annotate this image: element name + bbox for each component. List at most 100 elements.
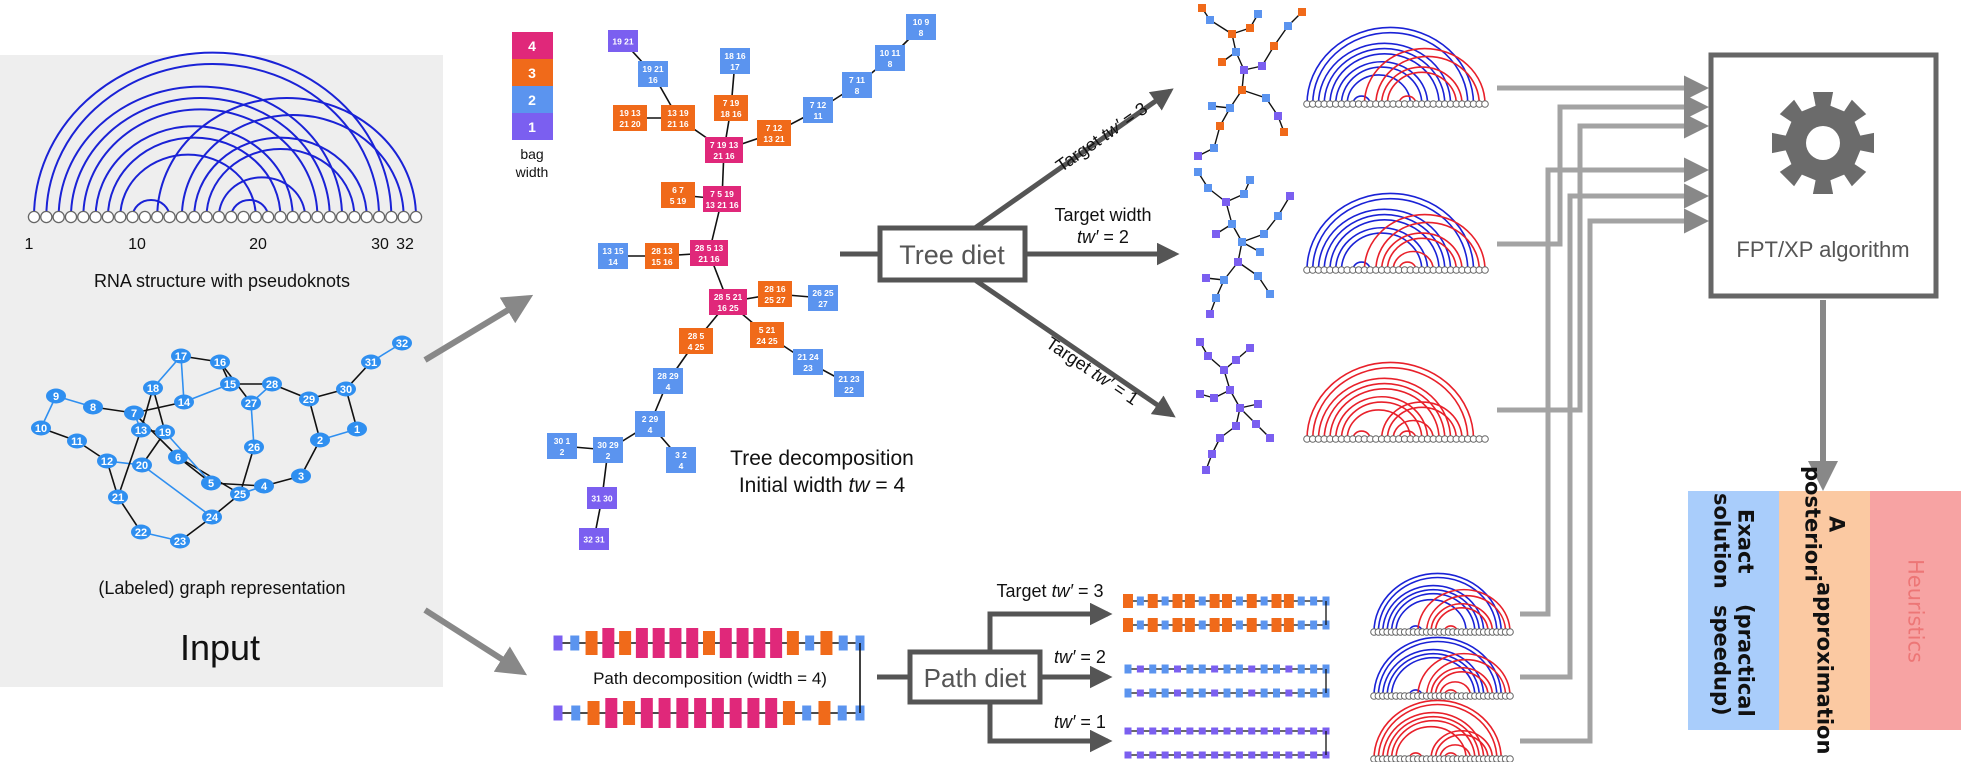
- simplified-path-bag: [1260, 751, 1268, 759]
- simplified-tree-bag: [1260, 230, 1268, 238]
- tree-bag-label: 13 21: [763, 134, 785, 144]
- tree-bag-label: 4: [679, 461, 684, 471]
- arc: [1434, 671, 1489, 697]
- simplified-tree-bag: [1206, 16, 1214, 24]
- simplified-path-bag: [1136, 596, 1144, 606]
- graph-node-label: 32: [396, 338, 408, 350]
- rna-axis-labels: 1 10 20 30 32: [25, 236, 414, 253]
- rna-nucleotide: [64, 210, 78, 224]
- simplified-path-bag: [1209, 618, 1220, 632]
- rna-axis-label-32: 32: [396, 236, 414, 253]
- simplified-path-bag: [1283, 594, 1294, 608]
- tree-bag-label: 13 19: [667, 108, 689, 118]
- legend-swatch-1: [512, 113, 553, 140]
- tree-bag: 32 31: [579, 528, 609, 550]
- graph-node-label: 2: [317, 435, 323, 447]
- tree-bag-label: 4 25: [688, 342, 705, 352]
- arc: [1381, 711, 1485, 760]
- tree-bag-label: 16 25: [717, 303, 739, 313]
- rna-nucleotide: [150, 210, 164, 224]
- arc: [1363, 213, 1486, 271]
- simplified-path-bag: [1184, 594, 1195, 608]
- simplified-tree-bag: [1202, 466, 1210, 474]
- simplified-path-bag: [1285, 751, 1293, 759]
- simplified-path-bag: [1297, 596, 1305, 606]
- tree-caption-prefix: Initial width: [739, 474, 849, 497]
- simplified-path-bag: [1124, 688, 1132, 698]
- arc: [1375, 55, 1481, 105]
- tree-bag-box: [709, 289, 747, 315]
- path-bag: [619, 631, 632, 655]
- arc: [1317, 377, 1452, 440]
- arc: [1434, 734, 1489, 760]
- rna-arc: [230, 199, 270, 218]
- path-target-tw2-var: tw′: [1054, 647, 1076, 667]
- tree-bag: 30 292: [593, 437, 623, 463]
- tree-bag-label: 13 21 16: [705, 200, 738, 210]
- rna-nucleotide: [397, 210, 410, 224]
- arc: [1430, 667, 1494, 697]
- tree-bag-box: [587, 487, 617, 509]
- path-bag: [652, 628, 665, 658]
- tree-bag: 31 30: [587, 487, 617, 509]
- simplified-path-bag: [1310, 620, 1318, 630]
- simplified-tree-bag: [1196, 338, 1204, 346]
- path-bag: [694, 698, 707, 728]
- rna-arc: [205, 148, 356, 218]
- tree-bag-box: [757, 120, 791, 146]
- simplified-path-bag: [1271, 594, 1282, 608]
- simplified-tree-bag: [1246, 24, 1254, 32]
- path-bag: [837, 705, 847, 721]
- simplified-tree-bag: [1212, 294, 1220, 302]
- arc-diagram-tree-tw1: [1303, 361, 1489, 443]
- arc: [1390, 657, 1476, 697]
- simplified-path-bag: [1260, 688, 1268, 698]
- arc: [1425, 659, 1507, 697]
- tree-caption-var: tw: [849, 474, 872, 497]
- tree-bag-label: 10 9: [913, 17, 930, 27]
- simplified-path-bag: [1271, 618, 1282, 632]
- rna-axis-label-1: 1: [25, 236, 34, 253]
- rna-caption: RNA structure with pseudoknots: [94, 271, 350, 291]
- heuristics-label: Heuristics: [1870, 491, 1961, 730]
- arc: [1377, 704, 1498, 760]
- rna-arc: [180, 113, 405, 218]
- arrow-to-path-decomposition: [423, 607, 528, 676]
- simplified-path-bag: [1223, 727, 1231, 735]
- simplified-path-bag: [1310, 751, 1318, 759]
- rna-arc: [82, 108, 319, 218]
- exact-solution-panel: [1688, 491, 1779, 730]
- path-bag: [571, 705, 581, 721]
- simplified-tree: [1194, 168, 1294, 318]
- path-bag: [770, 628, 783, 658]
- tree-decomposition-caption: Tree decomposition: [730, 447, 914, 470]
- graph-node: [168, 449, 188, 465]
- arc: [1434, 607, 1489, 633]
- tree-target-tw1-label: Target tw′ = 1: [1042, 333, 1142, 409]
- simplified-tree-bag: [1202, 274, 1210, 282]
- arc: [1346, 74, 1412, 105]
- legend-swatch-2: [512, 86, 553, 113]
- arc: [1386, 406, 1458, 440]
- tree-bag-label: 8: [919, 28, 924, 38]
- simplified-tree-bag: [1236, 404, 1244, 412]
- arrows-to-algorithm: [1497, 75, 1709, 744]
- arc: [1430, 603, 1494, 633]
- arc: [1439, 744, 1472, 760]
- path-bag: [587, 701, 600, 725]
- simplified-path-bag: [1297, 688, 1305, 698]
- path-bag: [818, 701, 831, 725]
- simplified-path-bag: [1149, 727, 1157, 735]
- simplified-path-bag: [1186, 664, 1194, 674]
- simplified-path-bag: [1198, 688, 1206, 698]
- arc: [1323, 213, 1446, 271]
- tree-bag-label: 15 16: [651, 257, 673, 267]
- tree-bag-label: 4: [648, 425, 653, 435]
